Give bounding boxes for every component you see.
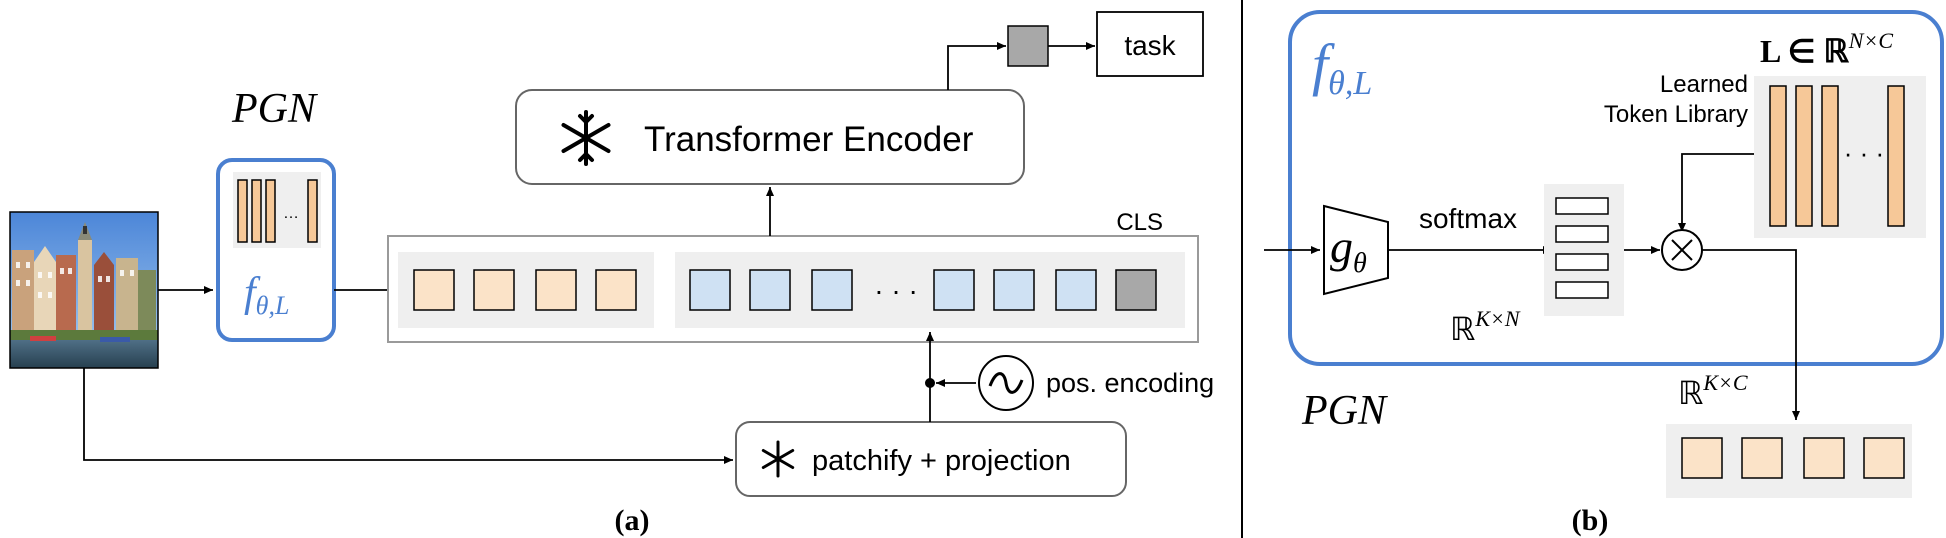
pgn-library-bar (265, 179, 276, 243)
g-theta-network: gθ (1323, 204, 1389, 296)
classification-head (1007, 25, 1049, 67)
pgn-library-bar (251, 179, 262, 243)
pgn-library-bar (307, 179, 318, 243)
prompt-token (413, 269, 455, 311)
pos-encoding-label: pos. encoding (1046, 368, 1214, 398)
output-token (1681, 437, 1723, 479)
cls-token (1115, 269, 1157, 311)
transformer-encoder: Transformer Encoder (515, 89, 1025, 185)
token-dots: · · · (874, 275, 918, 306)
task-box (1096, 11, 1204, 77)
token-sequence: CLS · · · (387, 209, 1199, 343)
attention-row (1555, 281, 1609, 299)
transformer-label: Transformer Encoder (644, 120, 974, 159)
attention-row (1555, 225, 1609, 243)
prompt-token (535, 269, 577, 311)
library-to-multiply-arrow (1678, 153, 1754, 232)
merge-dot (925, 378, 935, 388)
snowflake-icon (761, 440, 795, 478)
patch-token (689, 269, 731, 311)
softmax-label: softmax (1419, 203, 1517, 234)
library-desc-line2: Token Library (1604, 101, 1748, 128)
library-bar (1769, 85, 1787, 227)
image-to-patchify-arrow (83, 368, 733, 464)
library-bar (1887, 85, 1905, 227)
multiply-to-output-arrow (1702, 249, 1800, 420)
patchify-label: patchify + projection (812, 445, 1071, 477)
caption-a: (a) (615, 504, 650, 537)
output-token (1741, 437, 1783, 479)
input-image (9, 211, 159, 369)
snowflake-icon (561, 110, 611, 166)
attention-row (1555, 253, 1609, 271)
pgn-library-bar (237, 179, 248, 243)
patch-token (749, 269, 791, 311)
kc-dimension-label: ℝK×C (1678, 370, 1748, 411)
attention-row (1555, 197, 1609, 215)
pgn-label-b: PGN (1301, 388, 1388, 434)
library-dots: · · · (1844, 138, 1884, 168)
g-theta-label: gθ (1330, 221, 1367, 279)
pgn-title: PGN (231, 86, 318, 132)
prompt-token (595, 269, 637, 311)
patchify-block: patchify + projection (735, 421, 1127, 497)
output-token (1803, 437, 1845, 479)
attention-matrix (1544, 184, 1624, 316)
cls-label: CLS (1116, 209, 1163, 236)
pgn-block: … fθ,L (216, 158, 336, 342)
multiply-icon (1661, 229, 1703, 271)
library-desc-line1: Learned (1660, 71, 1748, 98)
library-bar (1795, 85, 1813, 227)
library-bar (1821, 85, 1839, 227)
output-token (1863, 437, 1905, 479)
task-label: task (1124, 30, 1176, 61)
patch-token (993, 269, 1035, 311)
transformer-to-head-arrow (947, 42, 1006, 90)
pgn-library-dots: … (283, 205, 299, 222)
caption-b: (b) (1572, 504, 1609, 537)
prompt-token (473, 269, 515, 311)
output-prompt-tokens (1666, 424, 1912, 498)
library-math-label: L ∈ ℝN×C (1760, 28, 1893, 69)
patch-token (811, 269, 853, 311)
sine-wave-icon (978, 355, 1034, 411)
kn-dimension-label: ℝK×N (1450, 306, 1521, 347)
patch-token (933, 269, 975, 311)
patch-token (1055, 269, 1097, 311)
token-library: · · · (1754, 76, 1926, 238)
